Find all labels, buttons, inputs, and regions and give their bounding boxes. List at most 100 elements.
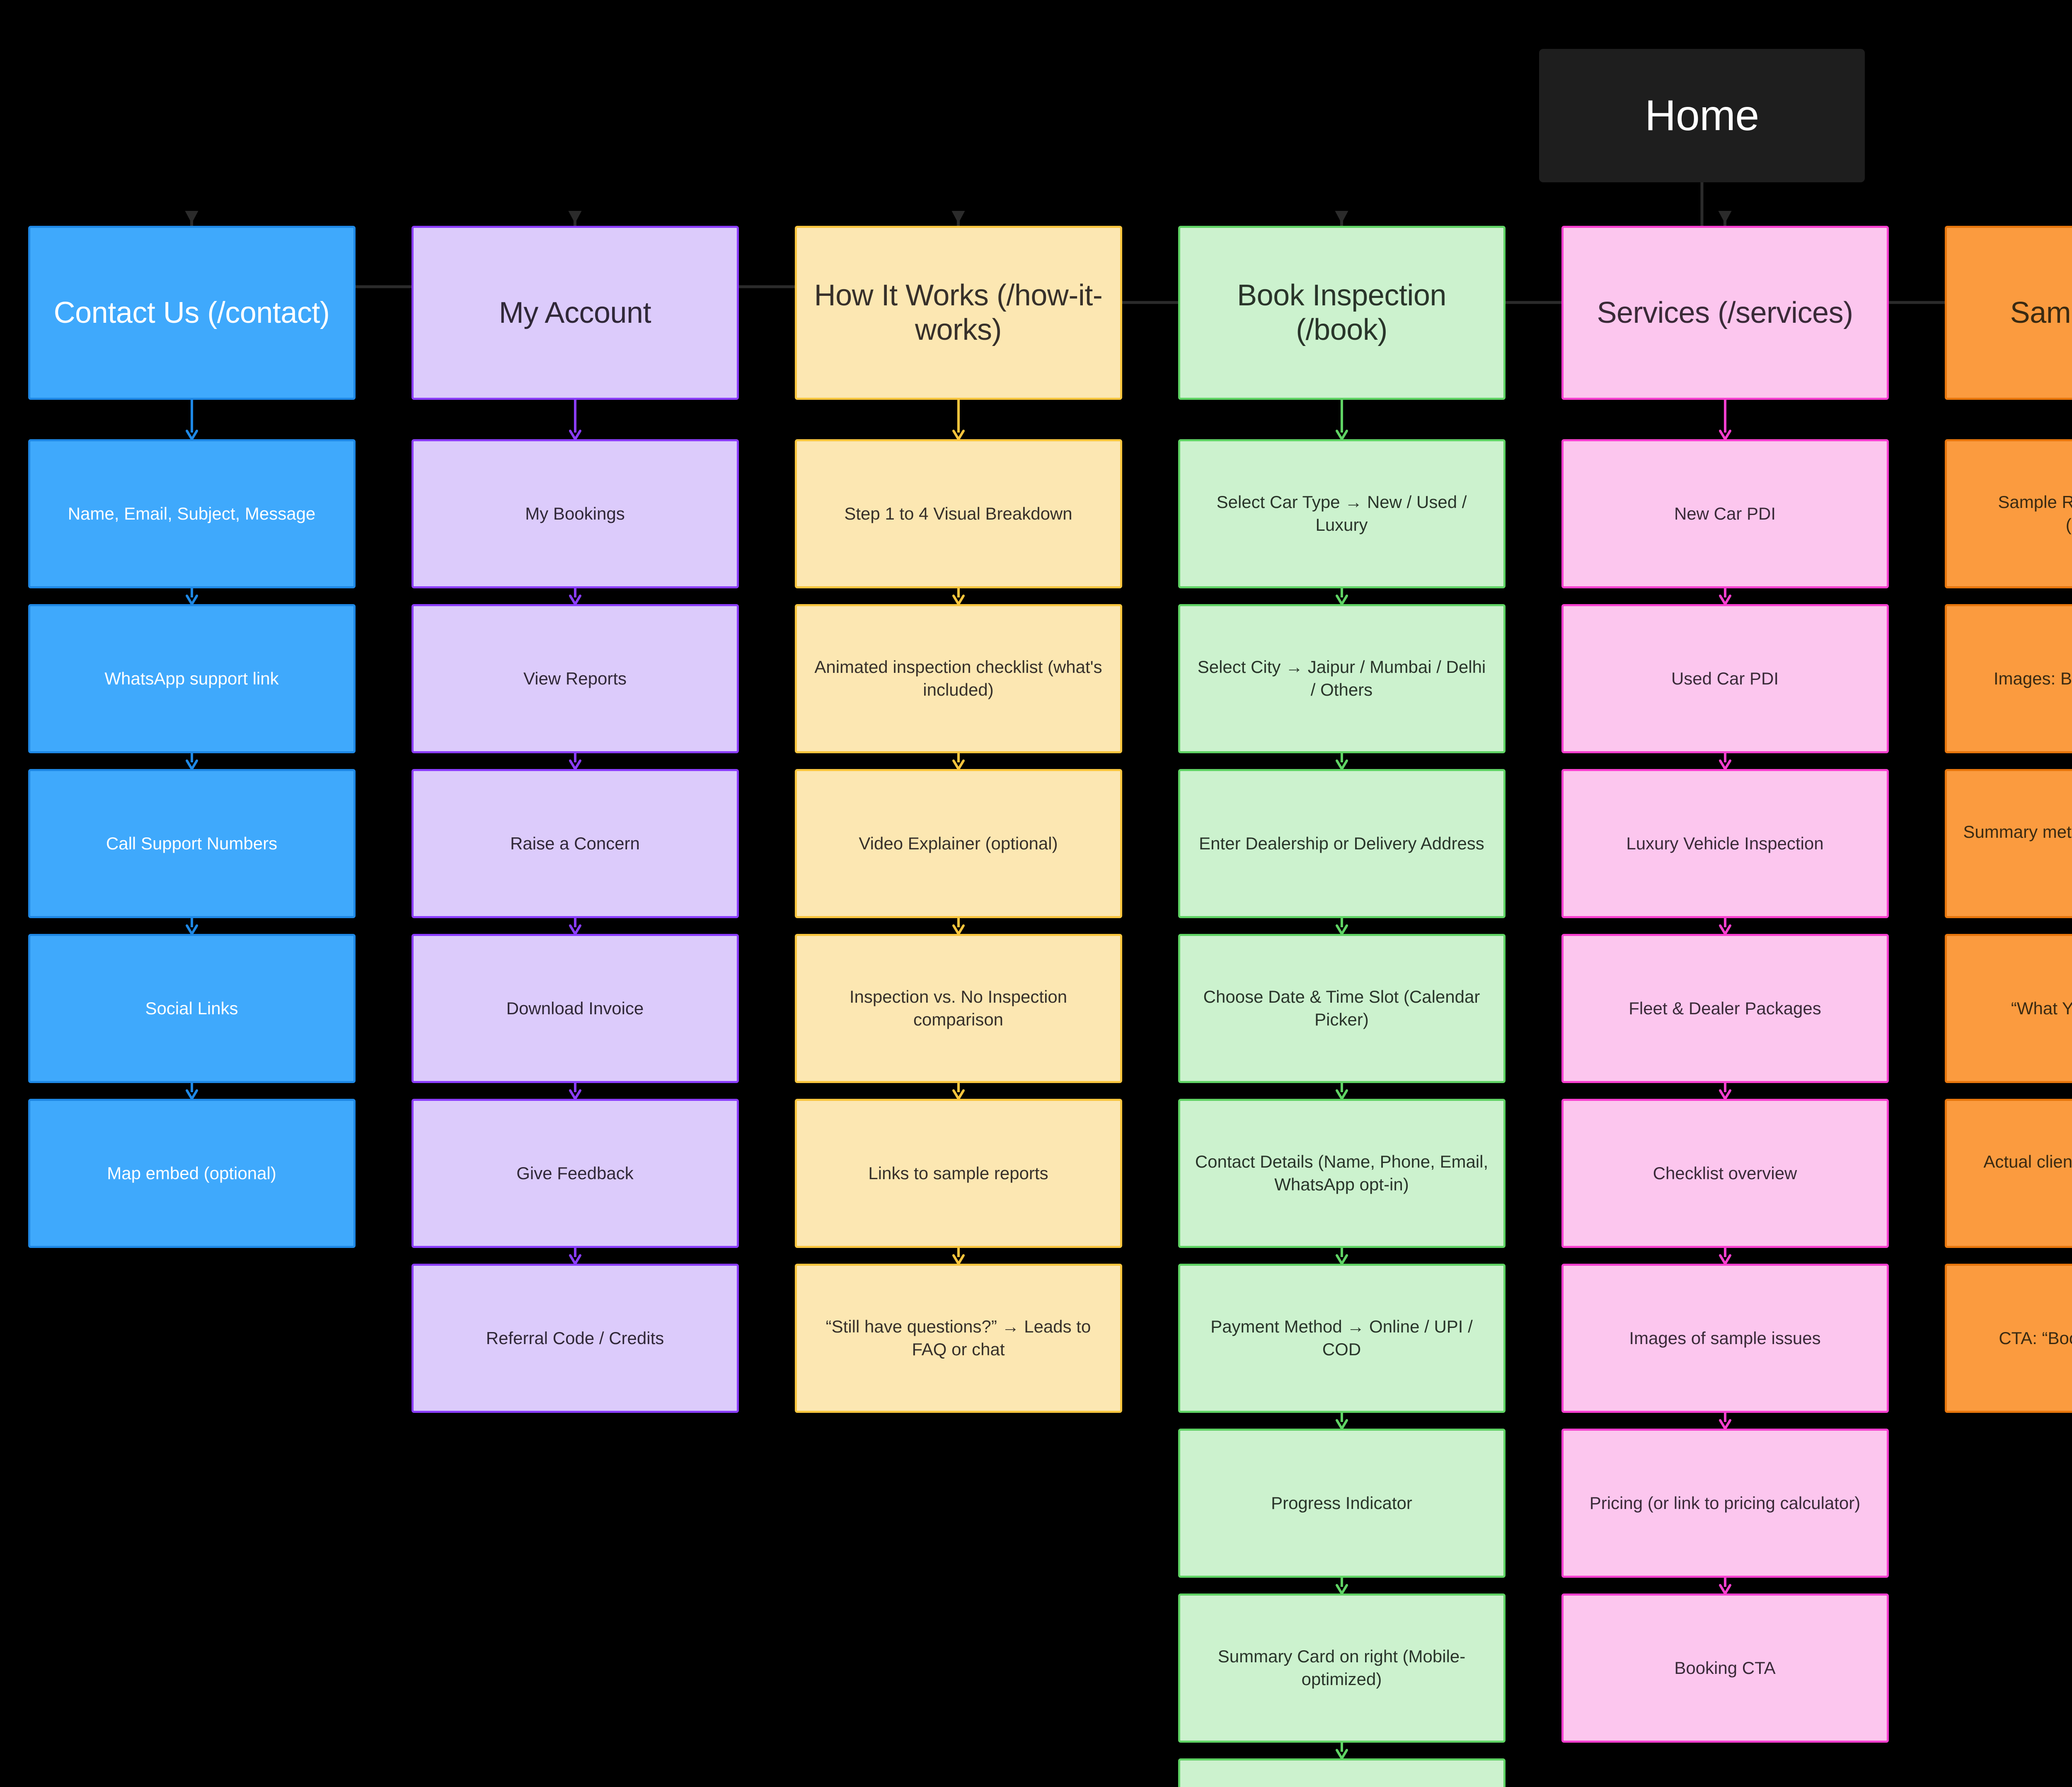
section-node-label: View Reports [523,668,627,688]
section-node-how-it-works-1[interactable]: Animated inspection checklist (what's in… [794,604,1122,753]
arrow-connector-contact-us-1 [185,588,198,605]
arrow-connector-contact-us-0 [185,400,198,440]
column-book-inspection: Book Inspection (/book) Select Car Type →… [1150,226,1533,1787]
section-node-sample-report-2[interactable]: Summary metrics: defects, scratches, etc… [1944,769,2072,918]
section-node-services-7[interactable]: Booking CTA [1561,1594,1889,1743]
section-node-services-0[interactable]: New Car PDI [1561,439,1889,588]
section-node-book-inspection-4[interactable]: Contact Details (Name, Phone, Email, Wha… [1178,1099,1506,1248]
section-node-book-inspection-0[interactable]: Select Car Type → New / Used / Luxury [1178,439,1506,588]
section-node-contact-us-0[interactable]: Name, Email, Subject, Message [28,439,356,588]
section-node-services-6[interactable]: Pricing (or link to pricing calculator) [1561,1429,1889,1578]
section-node-label: Used Car PDI [1671,668,1779,688]
section-node-contact-us-1[interactable]: WhatsApp support link [28,604,356,753]
section-node-how-it-works-5[interactable]: “Still have questions?” → Leads to FAQ o… [794,1264,1122,1413]
arrow-connector-my-account-1 [569,588,581,605]
page-node-sample-report[interactable]: Sample Report [1944,226,2072,400]
arrow-connector-book-inspection-5 [1335,1248,1348,1265]
section-node-my-account-4[interactable]: Give Feedback [411,1099,739,1248]
arrow-connector-book-inspection-8 [1335,1743,1348,1760]
column-sample-report: Sample ReportSample Report PDF preview (… [1917,226,2072,1413]
section-node-label: Call Support Numbers [106,833,278,853]
section-node-label: Pricing (or link to pricing calculator) [1589,1493,1861,1513]
sitemap-columns: Contact Us (/contact) Name, Email, Subjec… [0,226,2072,1787]
arrow-connector-book-inspection-4 [1335,1083,1348,1100]
page-node-services[interactable]: Services (/services) [1561,226,1889,400]
section-node-services-5[interactable]: Images of sample issues [1561,1264,1889,1413]
section-node-label: Enter Dealership or Delivery Address [1199,833,1484,853]
arrow-connector-my-account-0 [569,400,581,440]
section-node-book-inspection-7[interactable]: Summary Card on right (Mobile-optimized) [1178,1594,1506,1743]
section-node-label: Step 1 to 4 Visual Breakdown [844,503,1072,523]
section-node-how-it-works-0[interactable]: Step 1 to 4 Visual Breakdown [794,439,1122,588]
arrow-connector-services-6 [1719,1413,1731,1430]
section-node-label: Animated inspection checklist (what's in… [814,657,1102,699]
column-contact-us: Contact Us (/contact) Name, Email, Subjec… [0,226,383,1248]
root-node-home[interactable]: Home [1539,49,1865,182]
section-node-contact-us-4[interactable]: Map embed (optional) [28,1099,356,1248]
arrow-connector-services-2 [1719,753,1731,770]
section-node-sample-report-5[interactable]: CTA: “Book Your PDI Today” [1944,1264,2072,1413]
column-how-it-works: How It Works (/how-it-works) Step 1 to 4 … [767,226,1150,1413]
section-node-label: Images: Before/After samples [1993,668,2072,688]
arrow-connector-how-it-works-3 [952,918,965,935]
section-node-contact-us-3[interactable]: Social Links [28,934,356,1083]
arrow-connector-services-7 [1719,1578,1731,1595]
section-node-sample-report-1[interactable]: Images: Before/After samples [1944,604,2072,753]
arrow-connector-book-inspection-7 [1335,1578,1348,1595]
section-node-label: Images of sample issues [1629,1328,1821,1348]
section-node-how-it-works-4[interactable]: Links to sample reports [794,1099,1122,1248]
section-node-label: Summary Card on right (Mobile-optimized) [1218,1647,1466,1689]
arrow-connector-how-it-works-4 [952,1083,965,1100]
section-node-label: Video Explainer (optional) [859,833,1058,853]
section-node-my-account-2[interactable]: Raise a Concern [411,769,739,918]
section-node-label: Booking CTA [1674,1658,1776,1678]
section-node-my-account-0[interactable]: My Bookings [411,439,739,588]
section-node-label: CTA: “Book Your PDI Today” [1999,1328,2072,1348]
page-node-my-account[interactable]: My Account [411,226,739,400]
section-node-sample-report-0[interactable]: Sample Report PDF preview (scrollable) [1944,439,2072,588]
page-node-contact-us[interactable]: Contact Us (/contact) [28,226,356,400]
arrow-connector-services-4 [1719,1083,1731,1100]
section-node-label: Payment Method → Online / UPI / COD [1210,1317,1473,1359]
section-node-book-inspection-6[interactable]: Progress Indicator [1178,1429,1506,1578]
section-node-label: Choose Date & Time Slot (Calendar Picker… [1203,987,1480,1029]
arrow-connector-services-1 [1719,588,1731,605]
section-node-book-inspection-3[interactable]: Choose Date & Time Slot (Calendar Picker… [1178,934,1506,1083]
arrow-connector-book-inspection-3 [1335,918,1348,935]
section-node-my-account-5[interactable]: Referral Code / Credits [411,1264,739,1413]
section-node-book-inspection-5[interactable]: Payment Method → Online / UPI / COD [1178,1264,1506,1413]
section-node-label: Links to sample reports [868,1163,1048,1183]
section-node-label: Summary metrics: defects, scratches, etc… [1963,822,2072,842]
arrow-connector-how-it-works-0 [952,400,965,440]
arrow-connector-my-account-2 [569,753,581,770]
section-node-services-4[interactable]: Checklist overview [1561,1099,1889,1248]
section-node-label: Social Links [145,998,238,1018]
section-node-sample-report-3[interactable]: “What You Get” Checklist [1944,934,2072,1083]
section-node-label: Inspection vs. No Inspection comparison [849,987,1067,1029]
page-node-how-it-works[interactable]: How It Works (/how-it-works) [794,226,1122,400]
section-node-sample-report-4[interactable]: Actual client reports (redacted, if need… [1944,1099,2072,1248]
arrow-connector-contact-us-4 [185,1083,198,1100]
section-node-services-2[interactable]: Luxury Vehicle Inspection [1561,769,1889,918]
page-node-label: My Account [499,296,651,329]
page-node-book-inspection[interactable]: Book Inspection (/book) [1178,226,1506,400]
page-node-label: Book Inspection (/book) [1237,279,1446,346]
arrow-connector-book-inspection-0 [1335,400,1348,440]
section-node-label: Download Invoice [506,998,644,1018]
section-node-book-inspection-1[interactable]: Select City → Jaipur / Mumbai / Delhi / … [1178,604,1506,753]
section-node-how-it-works-3[interactable]: Inspection vs. No Inspection comparison [794,934,1122,1083]
section-node-label: Actual client reports (redacted, if need… [1983,1152,2072,1172]
section-node-services-3[interactable]: Fleet & Dealer Packages [1561,934,1889,1083]
arrow-connector-book-inspection-1 [1335,588,1348,605]
section-node-book-inspection-2[interactable]: Enter Dealership or Delivery Address [1178,769,1506,918]
section-node-services-1[interactable]: Used Car PDI [1561,604,1889,753]
section-node-label: Sample Report PDF preview (scrollable) [1998,492,2072,534]
section-node-how-it-works-2[interactable]: Video Explainer (optional) [794,769,1122,918]
section-node-my-account-3[interactable]: Download Invoice [411,934,739,1083]
section-node-book-inspection-8[interactable]: Help/FAQ link or WhatsApp assistant [1178,1758,1506,1787]
arrow-connector-services-3 [1719,918,1731,935]
section-node-my-account-1[interactable]: View Reports [411,604,739,753]
arrow-connector-services-5 [1719,1248,1731,1265]
section-node-contact-us-2[interactable]: Call Support Numbers [28,769,356,918]
section-node-label: Map embed (optional) [107,1163,276,1183]
